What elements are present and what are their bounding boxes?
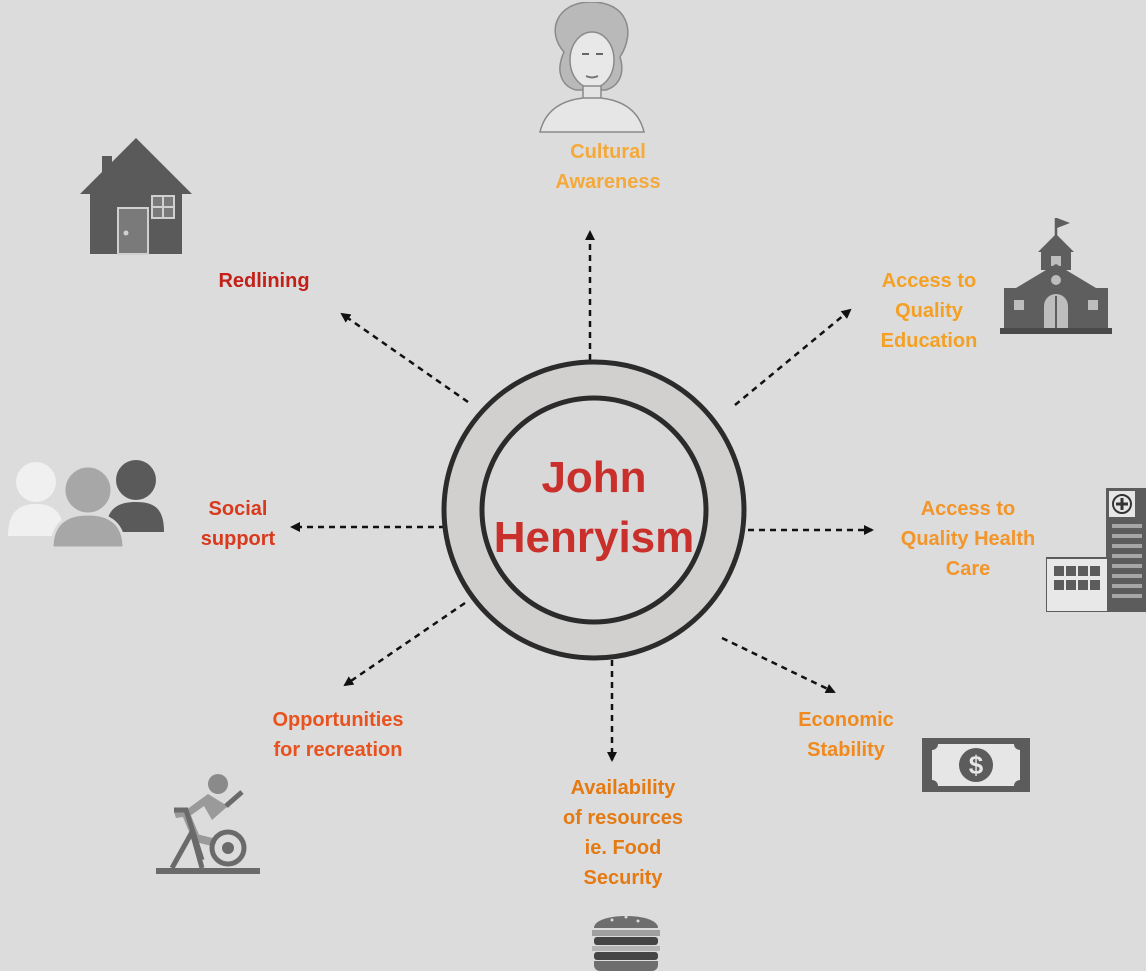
- house-icon: [80, 138, 192, 255]
- label-cultural: Cultural Awareness: [555, 141, 661, 193]
- label-recreation: Opportunities for recreation: [272, 709, 404, 761]
- people-group-icon: [8, 460, 164, 548]
- label-education: Access to Quality Education: [880, 270, 978, 352]
- arrow-economic: [721, 636, 836, 694]
- label-economic: Economic Stability: [798, 709, 894, 761]
- label-social: Social support: [200, 498, 276, 550]
- hospital-icon: [1046, 488, 1146, 612]
- inner-ring: [479, 395, 709, 625]
- label-resources: Availability of resources ie. Food Secur…: [562, 777, 684, 889]
- burger-icon: [592, 915, 660, 971]
- label-health: Access to Quality Health Care: [900, 498, 1036, 580]
- arrow-redlining: [340, 312, 469, 404]
- school-building-icon: [1000, 218, 1112, 334]
- dollar-bill-icon: $: [922, 738, 1030, 792]
- label-redlining: Redlining: [218, 270, 310, 292]
- arrow-education: [734, 308, 852, 406]
- svg-text:$: $: [969, 750, 984, 780]
- arrow-recreation: [343, 601, 466, 687]
- woman-portrait-icon: [539, 2, 645, 133]
- center-label: John Henryism: [493, 453, 695, 562]
- exercise-bike-icon: [156, 774, 260, 874]
